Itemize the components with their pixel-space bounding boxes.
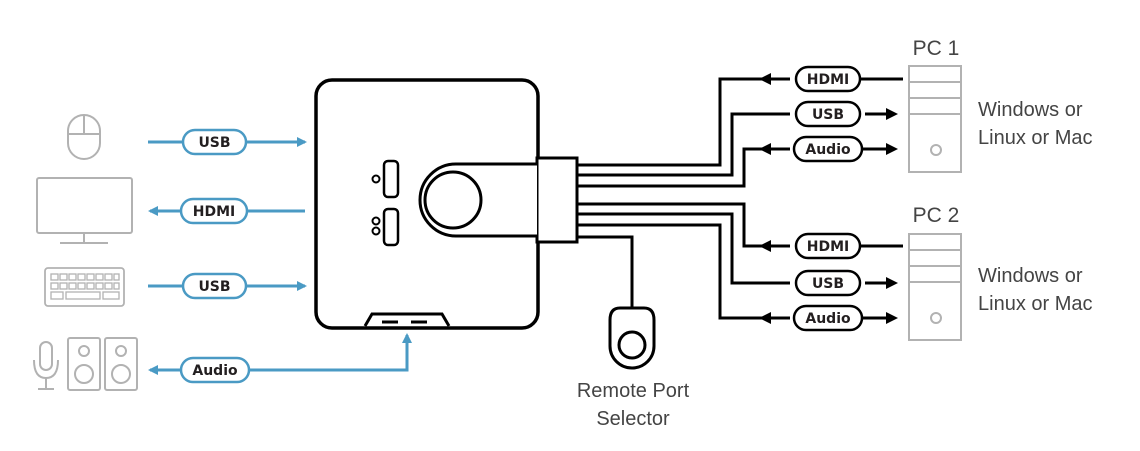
monitor-hdmi-label: HDMI (179, 197, 249, 225)
keyboard-icon (44, 267, 125, 307)
pc1-hdmi-label: HDMI (794, 65, 862, 93)
mouse-icon (67, 114, 101, 160)
microphone-icon (33, 341, 59, 390)
svg-text:Audio: Audio (805, 142, 851, 158)
audio-label: Audio (179, 356, 251, 384)
pc1-audio-label: Audio (792, 135, 864, 163)
speakers-icon (67, 337, 138, 391)
port-led-indicators (371, 159, 400, 247)
pc1-title: PC 1 (913, 37, 960, 60)
svg-text:HDMI: HDMI (807, 239, 849, 255)
pc2-tower-icon (908, 233, 962, 341)
pc2-os-line2: Linux or Mac (978, 293, 1093, 315)
monitor-icon (36, 177, 133, 244)
pc2-audio-cable (577, 223, 790, 320)
remote-caption-line1: Remote Port (577, 380, 690, 402)
pc2-audio-label: Audio (792, 304, 864, 332)
pc2-title: PC 2 (913, 204, 960, 227)
svg-text:USB: USB (198, 135, 230, 151)
pc1-os-line1: Windows or (978, 99, 1083, 121)
pc1-audio-cable (577, 147, 790, 188)
pc1-usb-label: USB (794, 100, 862, 128)
svg-text:HDMI: HDMI (193, 204, 235, 220)
svg-text:Audio: Audio (805, 311, 851, 327)
pc1-tower-icon (908, 65, 962, 173)
pc2-usb-label: USB (794, 269, 862, 297)
pc1-usb-cable (577, 112, 790, 177)
pc1-os-line2: Linux or Mac (978, 127, 1093, 149)
pc2-hdmi-label: HDMI (794, 232, 862, 260)
pc2-os-line1: Windows or (978, 265, 1083, 287)
keyboard-usb-label: USB (181, 272, 248, 300)
remote-port-selector-icon (608, 306, 656, 370)
pc1-hdmi-cable (577, 77, 790, 167)
remote-cable (577, 235, 634, 308)
bottom-ports (363, 312, 451, 327)
svg-text:Audio: Audio (192, 363, 238, 379)
mouse-usb-label: USB (181, 128, 248, 156)
svg-text:USB: USB (198, 279, 230, 295)
svg-text:USB: USB (812, 276, 844, 292)
kvm-switch (314, 78, 579, 330)
port-selector-button[interactable] (418, 162, 537, 238)
remote-caption-line2: Selector (596, 408, 670, 430)
svg-text:HDMI: HDMI (807, 72, 849, 88)
pc2-usb-cable (577, 212, 790, 285)
svg-text:USB: USB (812, 107, 844, 123)
